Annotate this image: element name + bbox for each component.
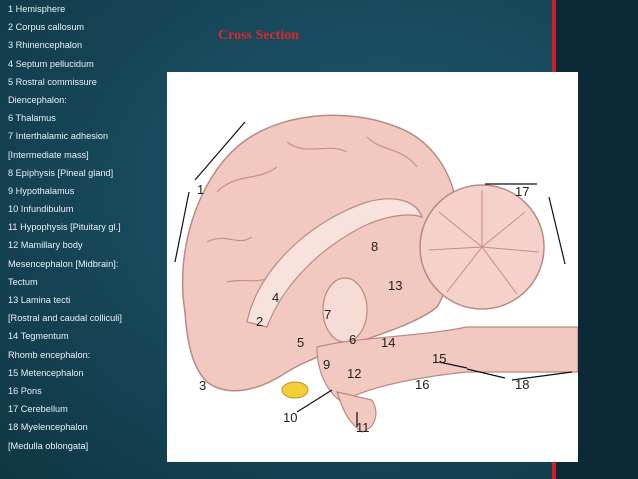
legend-item: 8 Epiphysis [Pineal gland] bbox=[8, 167, 114, 178]
legend-item: 7 Interthalamic adhesion bbox=[8, 131, 109, 142]
legend-item: Rhomb encephalon: bbox=[8, 349, 91, 360]
pointer-arrows bbox=[174, 121, 573, 427]
legend-item: 18 Myelencephalon bbox=[8, 422, 88, 433]
legend-item: [Intermediate mass] bbox=[8, 149, 89, 160]
legend-item: 1 Hemisphere bbox=[8, 4, 66, 14]
figure-label-16: 16 bbox=[415, 377, 430, 392]
figure-label-6: 6 bbox=[349, 332, 357, 347]
figure-label-13: 13 bbox=[388, 278, 403, 293]
figure-label-12: 12 bbox=[347, 366, 362, 381]
brain-figure: 1 2 3 4 5 6 7 8 9 10 11 12 13 14 15 16 1… bbox=[167, 72, 578, 462]
figure-label-7: 7 bbox=[324, 307, 332, 322]
figure-label-5: 5 bbox=[297, 335, 305, 350]
figure-label-11: 11 bbox=[356, 420, 370, 435]
legend-item: 5 Rostral commissure bbox=[8, 76, 97, 87]
legend-item: 3 Rhinencephalon bbox=[8, 40, 83, 51]
legend-item: 12 Mamillary body bbox=[8, 240, 83, 251]
legend-item: Tectum bbox=[8, 276, 38, 287]
slide-title: Cross Section bbox=[218, 28, 300, 43]
legend-item: 11 Hypophysis [Pituitary gl.] bbox=[8, 222, 121, 233]
olfactory-bulb-shape bbox=[281, 381, 309, 399]
figure-label-18: 18 bbox=[515, 377, 530, 392]
figure-label-8: 8 bbox=[371, 239, 379, 254]
figure-label-17: 17 bbox=[515, 184, 530, 199]
legend-item: 14 Tegmentum bbox=[8, 331, 69, 342]
legend-item: 10 Infundibulum bbox=[8, 204, 74, 215]
legend-list: 1 Hemisphere 2 Corpus callosum 3 Rhinenc… bbox=[8, 0, 173, 455]
legend-item: Diencephalon: bbox=[8, 94, 67, 105]
legend-item: 6 Thalamus bbox=[8, 113, 56, 124]
legend-item: Mesencephalon [Midbrain]: bbox=[8, 258, 119, 269]
legend-item: [Rostral and caudal colliculi] bbox=[8, 313, 122, 324]
legend-item: [Medulla oblongata] bbox=[8, 440, 89, 451]
figure-label-2: 2 bbox=[256, 314, 264, 329]
figure-label-9: 9 bbox=[323, 357, 331, 372]
legend-item: 17 Cerebellum bbox=[8, 404, 68, 415]
figure-label-1: 1 bbox=[197, 182, 205, 197]
gyri-lines bbox=[206, 136, 418, 283]
legend-item: 4 Septum pellucidum bbox=[8, 58, 94, 69]
corpus-callosum-shape bbox=[246, 198, 423, 328]
legend-item: 13 Lamina tecti bbox=[8, 295, 71, 305]
figure-label-10: 10 bbox=[283, 410, 298, 425]
figure-label-4: 4 bbox=[272, 290, 280, 305]
legend-item: 15 Metencephalon bbox=[8, 367, 84, 378]
brain-illustration bbox=[174, 114, 578, 433]
legend-item: 9 Hypothalamus bbox=[8, 185, 75, 196]
legend-item: 2 Corpus callosum bbox=[8, 22, 85, 33]
legend-item: 16 Pons bbox=[8, 385, 42, 396]
brainstem-shape bbox=[316, 326, 578, 403]
figure-label-3: 3 bbox=[199, 378, 207, 393]
arbor-vitae bbox=[428, 190, 540, 295]
figure-label-14: 14 bbox=[381, 335, 396, 350]
figure-label-15: 15 bbox=[432, 351, 447, 366]
